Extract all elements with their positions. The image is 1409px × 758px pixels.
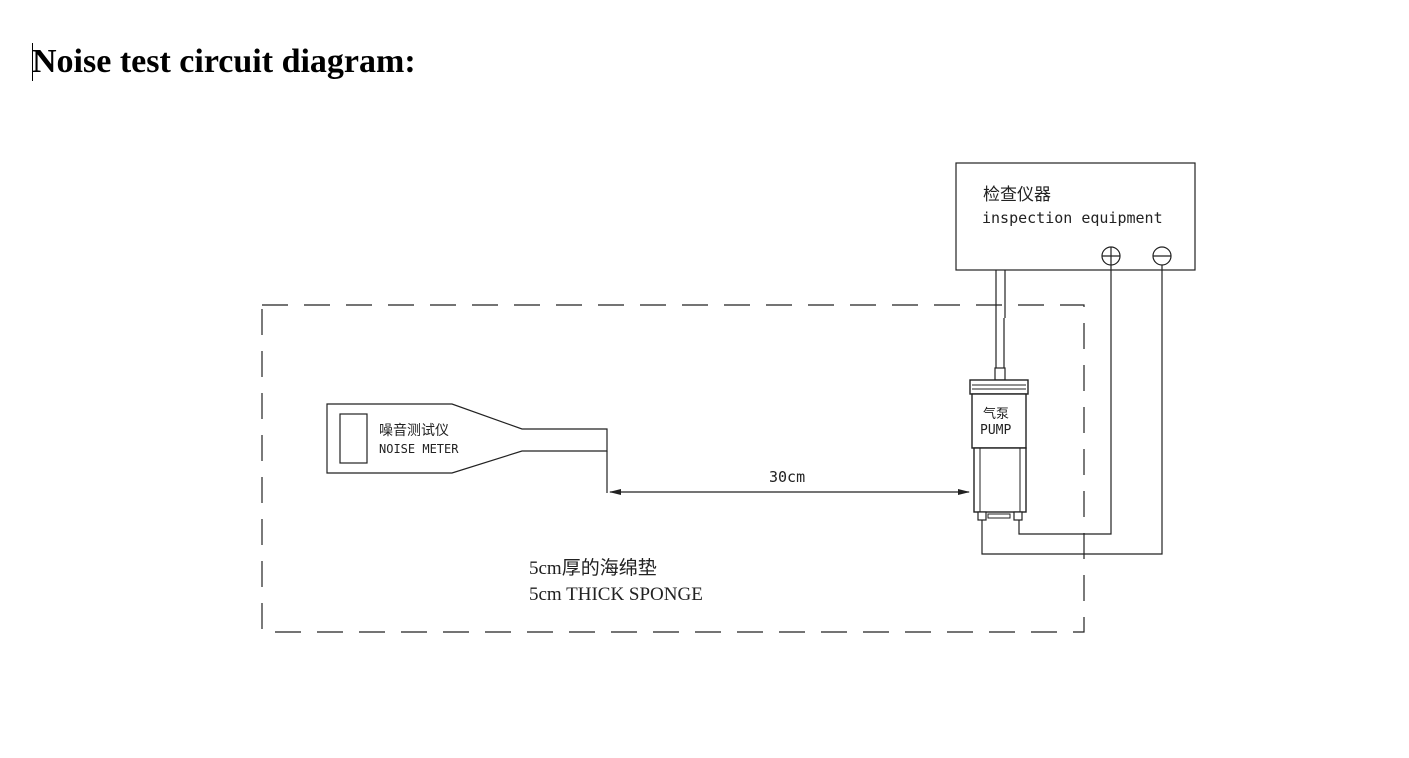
pump-lower-body	[973, 447, 1027, 513]
noise-meter: 噪音测试仪 NOISE METER	[326, 403, 608, 474]
sponge-label-cn: 5cm厚的海绵垫	[529, 557, 657, 579]
inspection-label-cn: 检查仪器	[983, 185, 1051, 205]
plus-terminal-icon	[1101, 246, 1121, 266]
noise-meter-screen	[339, 413, 368, 464]
noise-meter-label-cn: 噪音测试仪	[379, 422, 449, 439]
inspection-label-en: inspection equipment	[982, 209, 1163, 227]
distance-label: 30cm	[769, 468, 805, 486]
pump-top-cap	[969, 379, 1029, 395]
noise-meter-body	[326, 403, 608, 474]
text-cursor	[32, 43, 33, 81]
sponge-label-en: 5cm THICK SPONGE	[529, 584, 703, 605]
pump: 气泵 PUMP	[969, 379, 1029, 521]
distance-dimension: 30cm	[606, 451, 970, 495]
page-title: Noise test circuit diagram:	[32, 43, 416, 80]
pump-label-en: PUMP	[980, 423, 1011, 438]
arrowhead-left-icon	[609, 489, 621, 495]
inspection-equipment-box	[955, 162, 1196, 271]
pump-label-cn: 气泵	[983, 406, 1009, 422]
arrowhead-right-icon	[958, 489, 970, 495]
noise-meter-label-en: NOISE METER	[379, 442, 459, 456]
negative-wire	[981, 265, 1163, 555]
sponge-region-dashed	[261, 304, 1085, 633]
air-tube	[994, 270, 1006, 381]
pump-terminal-right	[1013, 511, 1023, 521]
pump-terminal-left	[977, 511, 987, 521]
positive-wire	[1018, 265, 1112, 535]
